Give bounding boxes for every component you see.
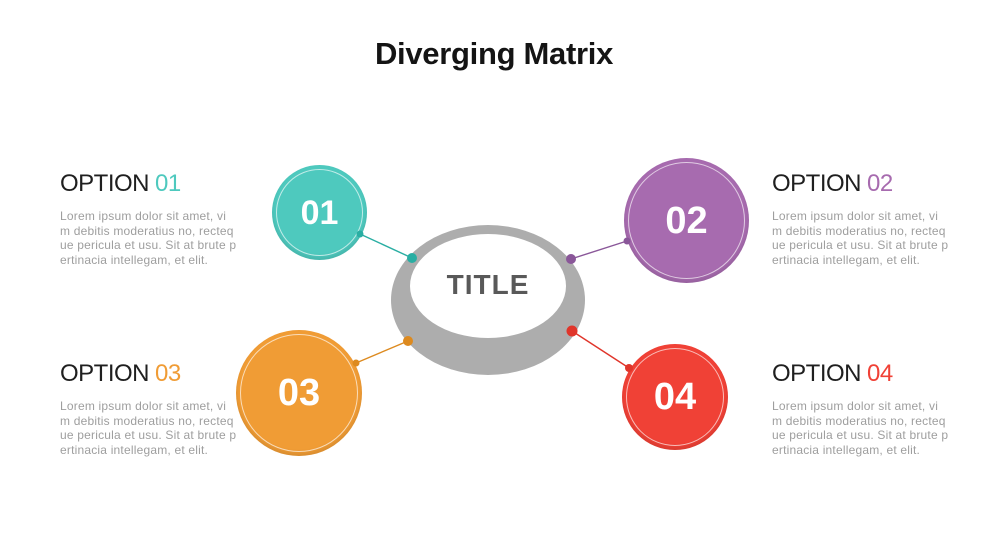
connector-ring-dot bbox=[566, 254, 576, 264]
option-number-label: 04 bbox=[867, 360, 893, 387]
center-ring-outer bbox=[391, 225, 585, 375]
connector-03 bbox=[352, 336, 413, 367]
option-circle-03: 03 bbox=[236, 330, 362, 456]
option-label: OPTION bbox=[772, 170, 862, 197]
option-description: Lorem ipsum dolor sit amet, vi m debitis… bbox=[60, 399, 237, 457]
option-description: Lorem ipsum dolor sit amet, vi m debitis… bbox=[772, 399, 949, 457]
option-circle-04: 04 bbox=[622, 344, 728, 450]
circle-number: 04 bbox=[653, 376, 697, 418]
connector-02 bbox=[566, 237, 631, 264]
connector-01 bbox=[356, 230, 417, 263]
circle-number: 02 bbox=[665, 199, 708, 242]
option-circle-01: 01 bbox=[272, 165, 367, 260]
circle-number: 03 bbox=[277, 372, 321, 414]
connector-04 bbox=[566, 325, 633, 372]
connector-line bbox=[355, 340, 409, 364]
option-label: OPTION bbox=[60, 360, 150, 387]
option-circle-02: 02 bbox=[624, 158, 749, 283]
connector-ring-dot bbox=[407, 253, 417, 263]
connector-ring-dot bbox=[403, 336, 413, 346]
option-label: OPTION bbox=[60, 170, 150, 197]
connector-ring-dot bbox=[566, 325, 578, 337]
center-title: TITLE bbox=[446, 269, 530, 300]
connector-line bbox=[570, 240, 628, 260]
connector-line bbox=[571, 330, 630, 369]
option-number-label: 02 bbox=[867, 170, 893, 197]
page-title: Diverging Matrix bbox=[374, 36, 614, 71]
option-description: Lorem ipsum dolor sit amet, vi m debitis… bbox=[60, 209, 237, 267]
option-description: Lorem ipsum dolor sit amet, vi m debitis… bbox=[772, 209, 949, 267]
option-label: OPTION bbox=[772, 360, 862, 387]
circle-number: 01 bbox=[300, 193, 339, 232]
connector-line bbox=[359, 233, 413, 259]
option-number-label: 03 bbox=[155, 360, 181, 387]
option-number-label: 01 bbox=[155, 170, 181, 197]
